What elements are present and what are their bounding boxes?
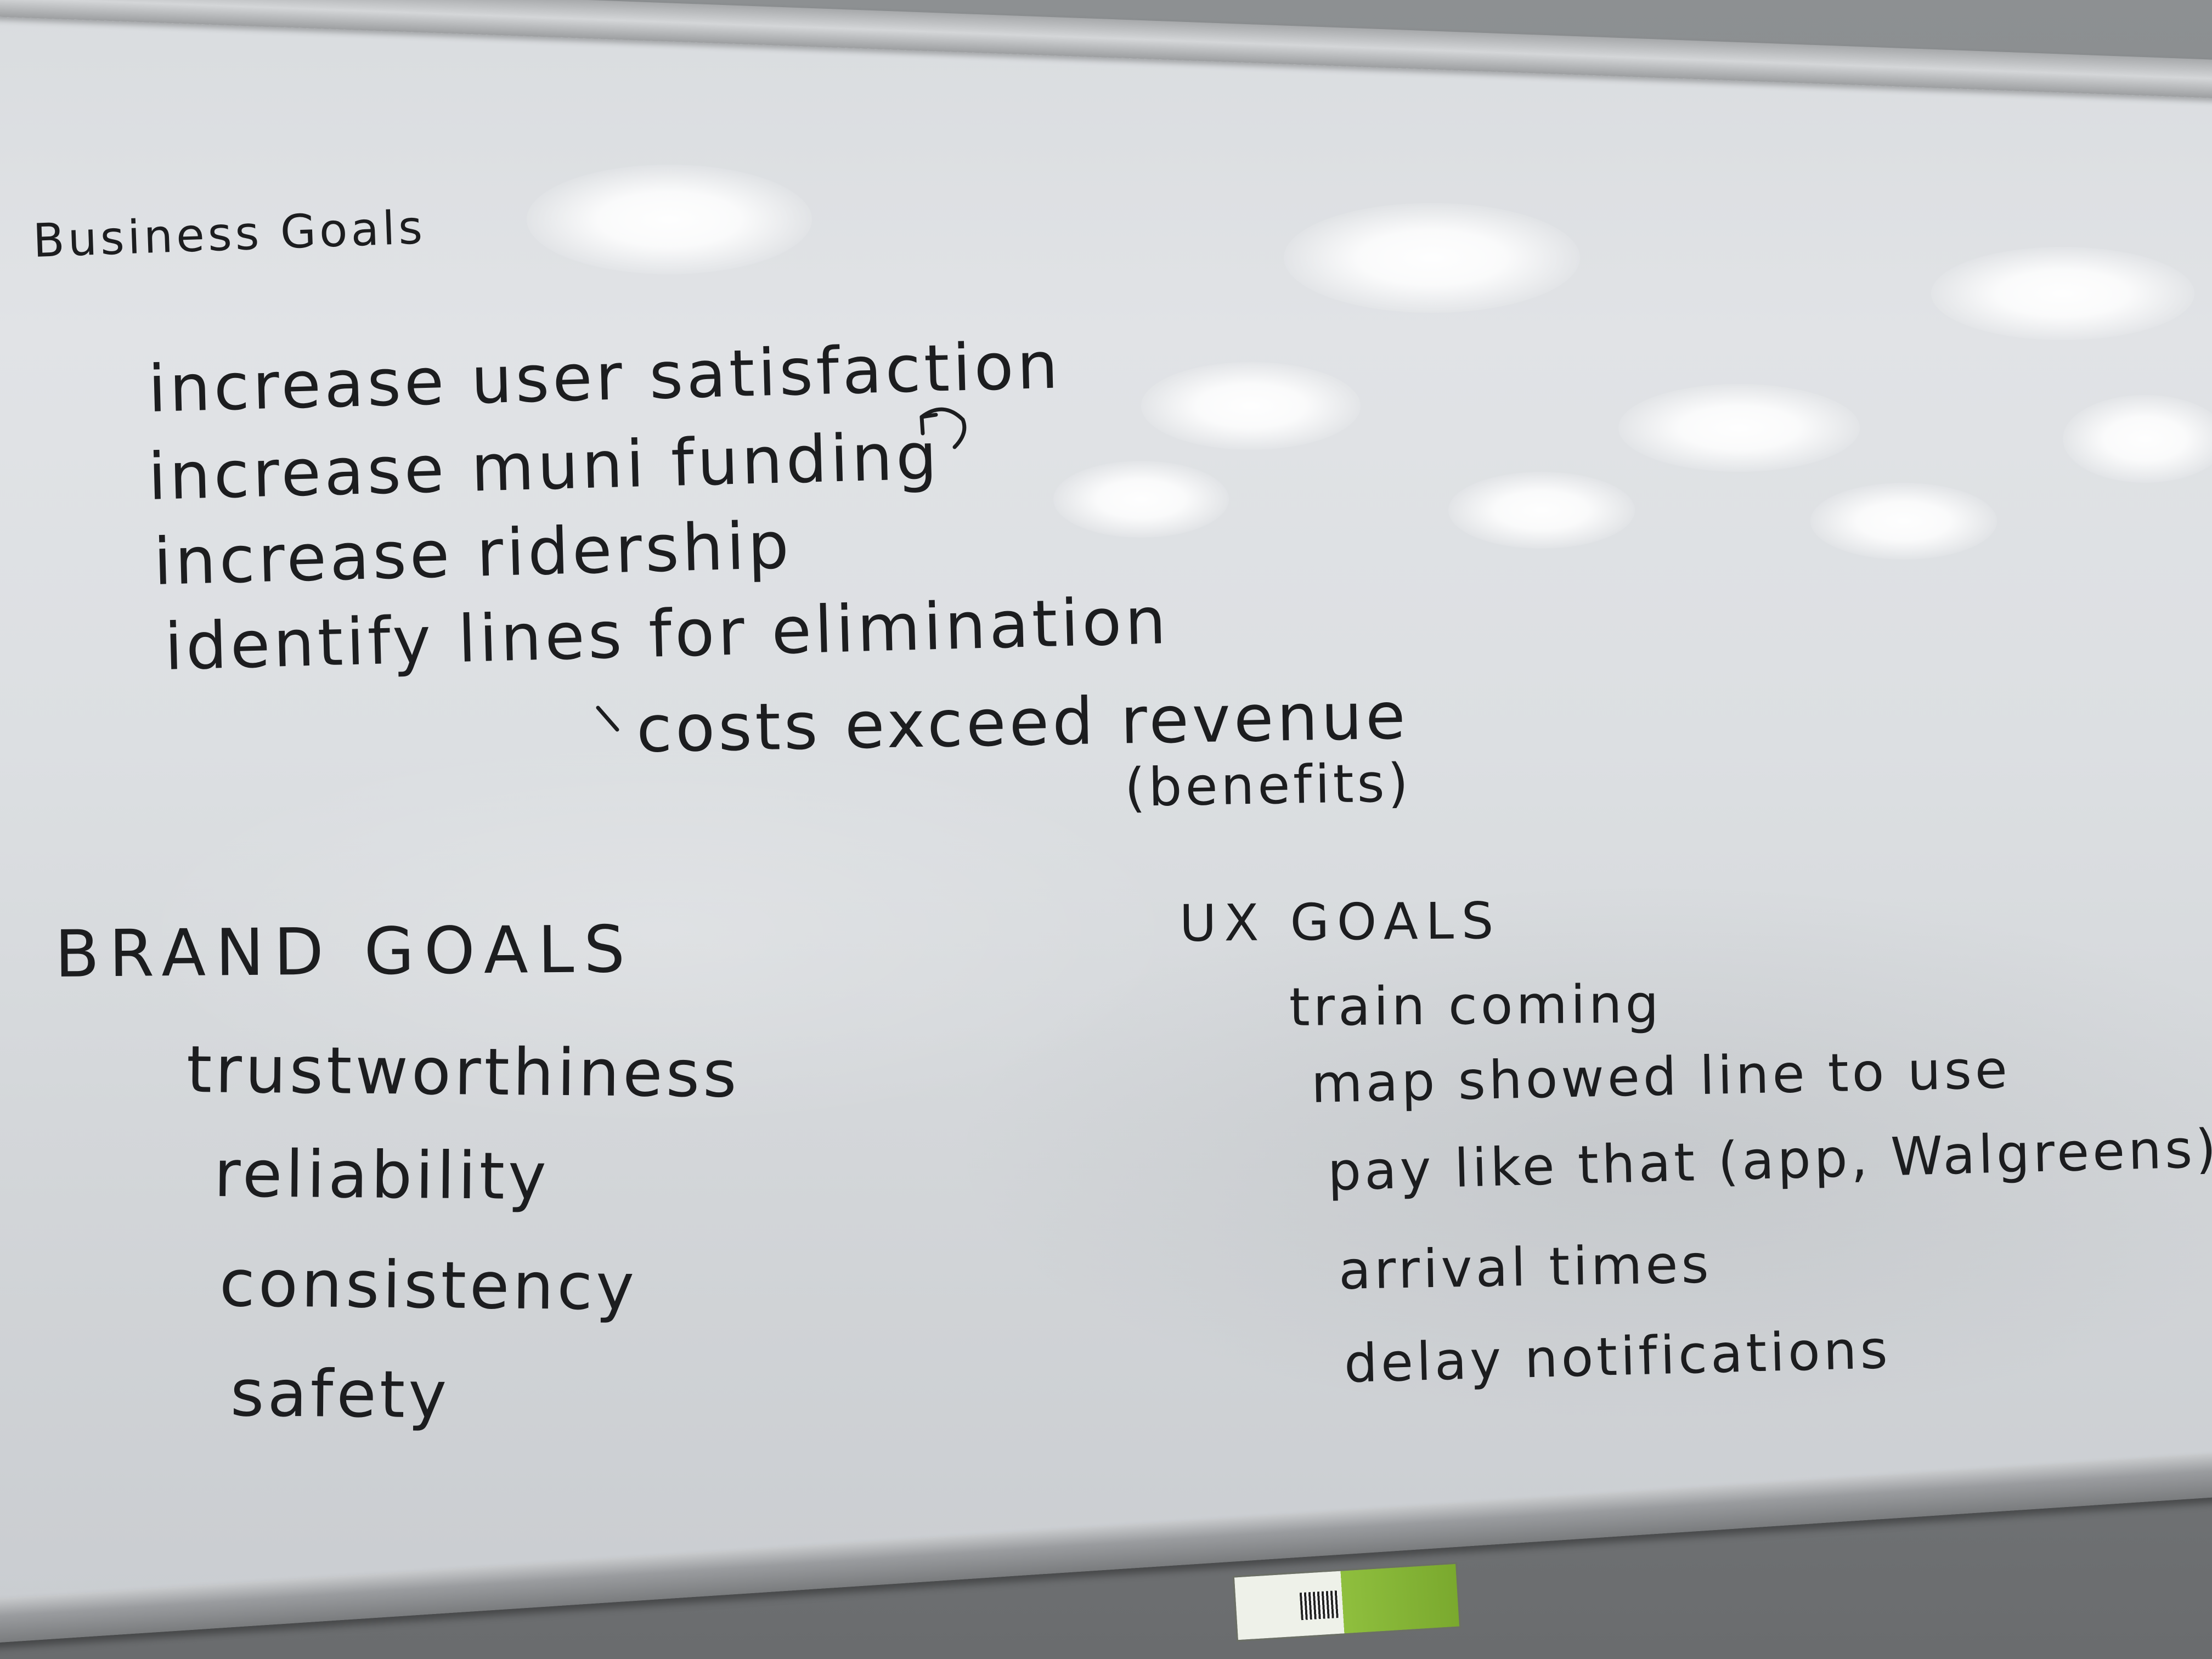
- light-reflection: [2063, 395, 2212, 483]
- brand-goal-item: safety: [230, 1355, 450, 1433]
- barcode-icon: [1299, 1590, 1340, 1621]
- ux-goal-item: train coming: [1289, 973, 1662, 1038]
- light-reflection: [1448, 472, 1635, 549]
- brand-goal-item: trustworthiness: [186, 1031, 741, 1112]
- brand-goal-item: consistency: [219, 1245, 638, 1325]
- light-reflection: [1141, 362, 1361, 450]
- business-goal-subnote: costs exceed revenue: [635, 678, 1409, 767]
- light-reflection: [1931, 247, 2194, 340]
- ux-goal-item: arrival times: [1338, 1233, 1713, 1301]
- brand-goal-item: reliability: [213, 1136, 550, 1215]
- light-reflection: [1284, 203, 1580, 313]
- business-goal-subnote-paren: (benefits): [1124, 752, 1412, 819]
- light-reflection: [1618, 384, 1860, 472]
- light-reflection: [1810, 483, 1997, 560]
- tick-mark-icon: [596, 706, 619, 732]
- light-reflection: [527, 165, 812, 274]
- eraser-body: [1232, 1562, 1462, 1642]
- brand-goals-heading: BRAND GOALS: [54, 911, 635, 992]
- curved-arrow-icon: [919, 407, 967, 449]
- ux-goals-heading: UX GOALS: [1179, 891, 1502, 953]
- light-reflection: [1053, 461, 1229, 538]
- eraser: [1232, 1562, 1462, 1642]
